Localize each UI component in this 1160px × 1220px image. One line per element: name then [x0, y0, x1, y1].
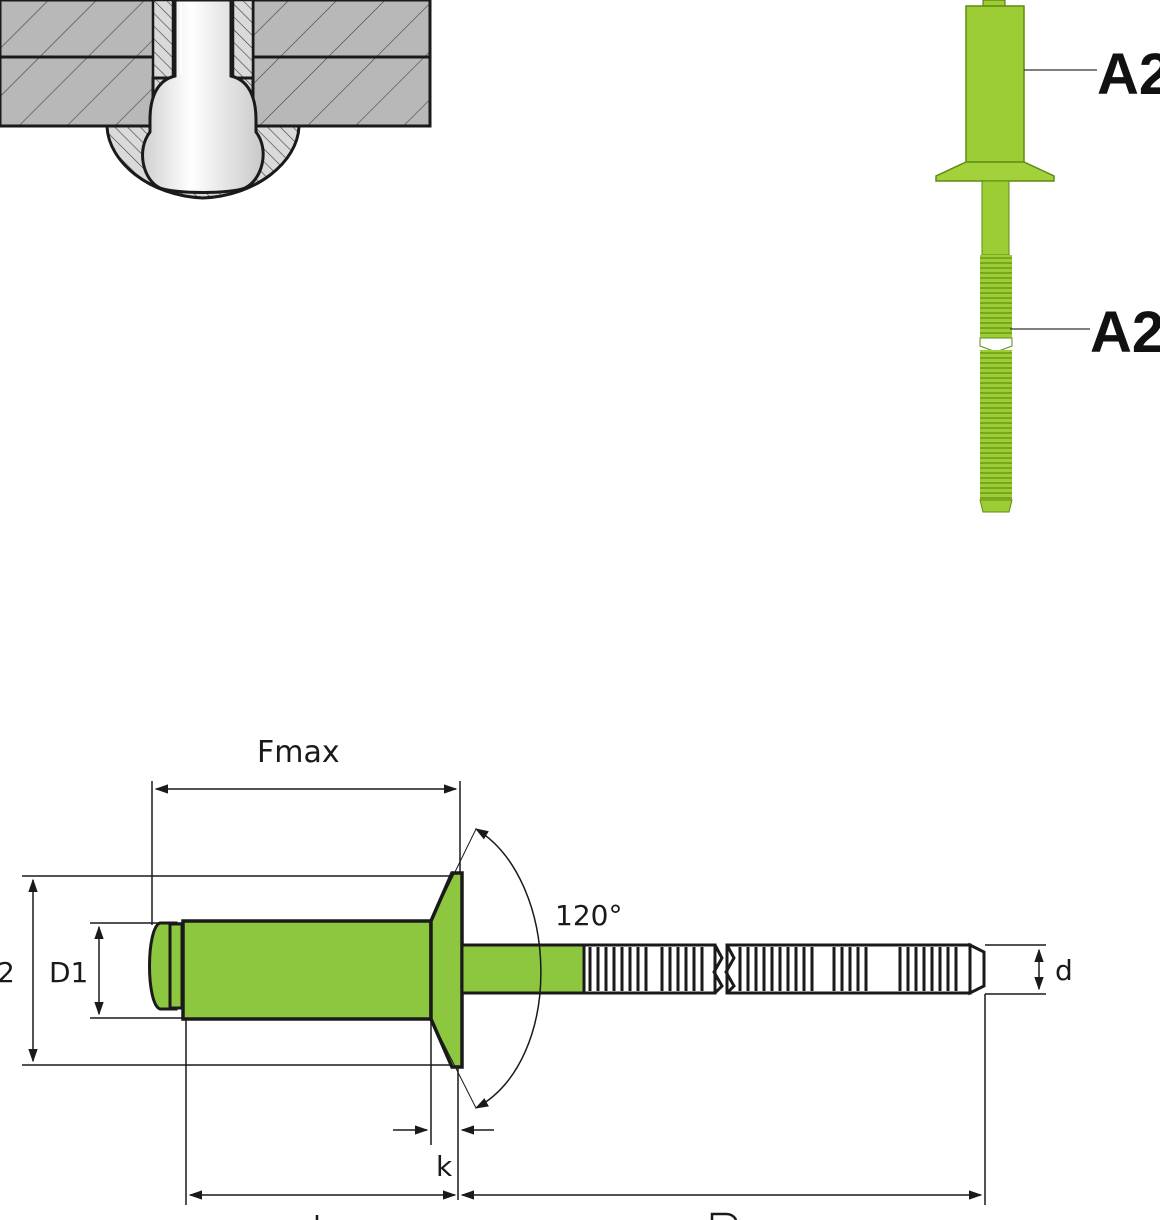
countersunk-head — [429, 871, 464, 1069]
mandrel-shaft — [981, 180, 1010, 256]
dim-lengths — [185, 994, 986, 1220]
rivet-body — [965, 5, 1025, 165]
rivet-product-view: A2 A2 — [935, 0, 1160, 513]
dim-fmax: Fmax — [151, 735, 461, 925]
label-k: k — [436, 1150, 453, 1183]
groove-band — [980, 255, 1012, 338]
mandrel-grooved — [582, 942, 986, 996]
label-d: d — [1055, 954, 1073, 987]
plate-left — [0, 0, 156, 128]
rivet-flange — [935, 161, 1055, 182]
rivet-sleeve — [181, 919, 433, 1021]
label-a2-body: A2 — [1097, 42, 1160, 107]
plate-right — [251, 0, 432, 128]
label-d1: D1 — [49, 956, 88, 989]
dimensioned-drawing: Fmax 2 D1 d 120° — [0, 735, 1073, 1220]
label-p-partial — [710, 1212, 738, 1220]
label-fmax: Fmax — [257, 735, 340, 770]
rivet-section-view — [0, 0, 432, 200]
mandrel-grooves-lower — [980, 350, 1012, 500]
mandrel-end — [979, 499, 1013, 513]
break-notch — [979, 337, 1013, 353]
dim-angle: 120° — [430, 828, 622, 1109]
dim-d1: D1 — [49, 922, 183, 1019]
label-a2-mandrel: A2 — [1090, 300, 1160, 365]
groove-band — [980, 350, 1012, 500]
mandrel-pin — [141, 0, 265, 194]
mandrel-grooves-upper — [980, 255, 1012, 338]
dim-d: d — [985, 944, 1073, 995]
dim-k: k — [393, 1019, 494, 1200]
dim-d2: 2 — [0, 875, 452, 1066]
mandrel-smooth — [460, 943, 586, 995]
label-d2: 2 — [0, 956, 15, 989]
label-angle: 120° — [555, 899, 622, 932]
